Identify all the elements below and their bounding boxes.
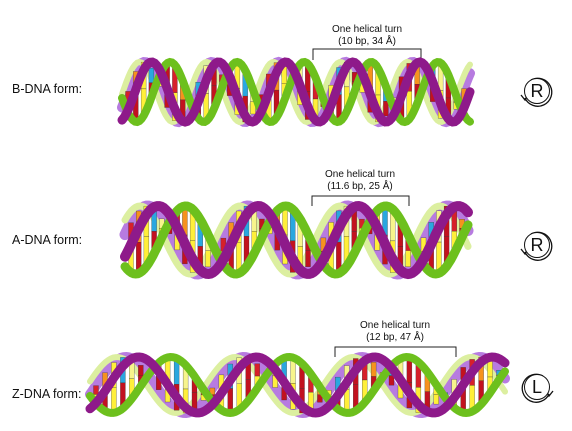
a-dna-turn-bracket — [311, 195, 410, 206]
b-dna-turn-title: One helical turn — [331, 24, 403, 35]
b-dna-label: B-DNA form: — [12, 82, 83, 96]
z-dna-handedness: L — [517, 368, 557, 408]
a-dna-handedness: R — [517, 226, 557, 266]
z-dna-turn-bracket — [334, 346, 457, 357]
a-dna-turn-detail: (11.6 bp, 25 Å) — [327, 181, 393, 192]
b-dna-handedness-letter: R — [524, 78, 550, 104]
z-dna-turn-label: One helical turn (12 bp, 47 Å) — [360, 320, 430, 344]
b-dna-purple-strand — [117, 57, 475, 127]
z-dna-base — [388, 375, 395, 386]
z-dna-base — [191, 392, 198, 410]
z-dna-label: Z-DNA form: — [12, 387, 82, 401]
z-dna-base — [93, 385, 99, 395]
z-dna-base — [433, 394, 439, 405]
z-dna-handedness-letter: L — [524, 374, 550, 400]
a-dna-handedness-letter: R — [524, 232, 550, 258]
a-dna-turn-title: One helical turn — [324, 169, 396, 180]
b-dna-helix — [117, 56, 475, 128]
z-dna-base — [317, 394, 323, 403]
z-dna-green-strand — [86, 352, 509, 418]
a-dna-base — [305, 250, 311, 267]
b-dna-turn-detail: (10 bp, 34 Å) — [338, 36, 396, 47]
b-dna-base — [383, 101, 389, 117]
a-dna-purple-strand — [120, 200, 473, 280]
a-dna-base — [205, 250, 211, 268]
z-dna-purple-strand — [85, 352, 510, 418]
z-dna-base — [487, 360, 493, 378]
z-dna-helix — [85, 351, 510, 419]
b-dna-base — [148, 67, 155, 83]
b-dna-turn-bracket — [312, 48, 422, 60]
a-dna-helix — [119, 200, 474, 280]
z-dna-base — [254, 363, 260, 377]
z-dna-base — [370, 362, 377, 377]
a-dna-turn-label: One helical turn (11.6 bp, 25 Å) — [325, 169, 395, 193]
z-dna-turn-title: One helical turn — [359, 320, 431, 331]
b-dna-handedness: R — [517, 72, 557, 112]
z-dna-turn-detail: (12 bp, 47 Å) — [366, 332, 424, 343]
a-dna-label: A-DNA form: — [12, 233, 83, 247]
b-dna-turn-label: One helical turn (10 bp, 34 Å) — [332, 24, 402, 48]
a-dna-base — [405, 250, 411, 267]
z-dna-base — [138, 365, 144, 376]
a-dna-green-strand — [120, 201, 473, 279]
